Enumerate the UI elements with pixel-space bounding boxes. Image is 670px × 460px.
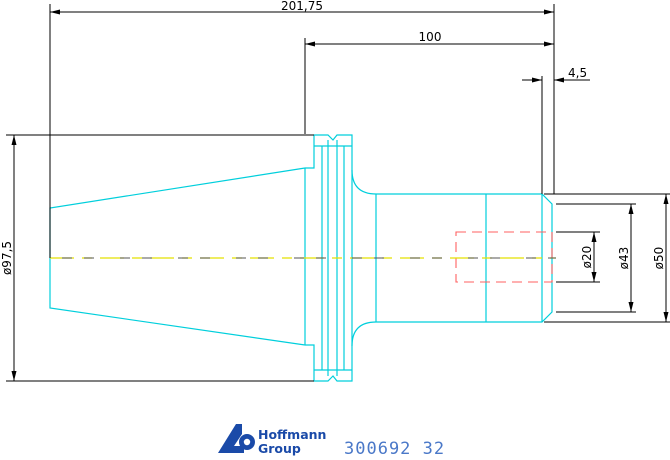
dimension-shank-length: 100	[304, 30, 554, 134]
dim-shank-inner-diameter-label: ø43	[617, 247, 631, 270]
dim-taper-diameter-label: ø97,5	[0, 241, 14, 275]
dimension-bore-diameter: ø20	[556, 231, 600, 283]
taper-outline	[49, 167, 306, 346]
fillet-top	[351, 169, 377, 195]
dimension-shank-diameter: ø50	[544, 193, 670, 323]
dimension-overall-length: 201,75	[49, 0, 555, 258]
dimension-taper-diameter: ø97,5	[0, 134, 314, 382]
bore-hidden-line	[455, 231, 553, 283]
dimension-flange-step: 4,5	[522, 66, 590, 194]
dim-overall-length-label: 201,75	[281, 0, 323, 13]
dimension-shank-inner-diameter: ø43	[556, 203, 636, 313]
brand-name: Hoffmann	[258, 427, 326, 442]
brand-group: Group	[258, 441, 301, 456]
part-number: 300692 32	[344, 439, 445, 459]
dim-bore-diameter-label: ø20	[580, 246, 594, 269]
dim-shank-diameter-label: ø50	[652, 247, 666, 270]
hoffmann-mark-icon	[218, 424, 255, 453]
dim-flange-step-label: 4,5	[568, 66, 587, 80]
dim-shank-length-label: 100	[419, 30, 442, 44]
hoffmann-logo: Hoffmann Group 300692 32	[218, 424, 445, 459]
fillet-bottom	[351, 321, 377, 347]
